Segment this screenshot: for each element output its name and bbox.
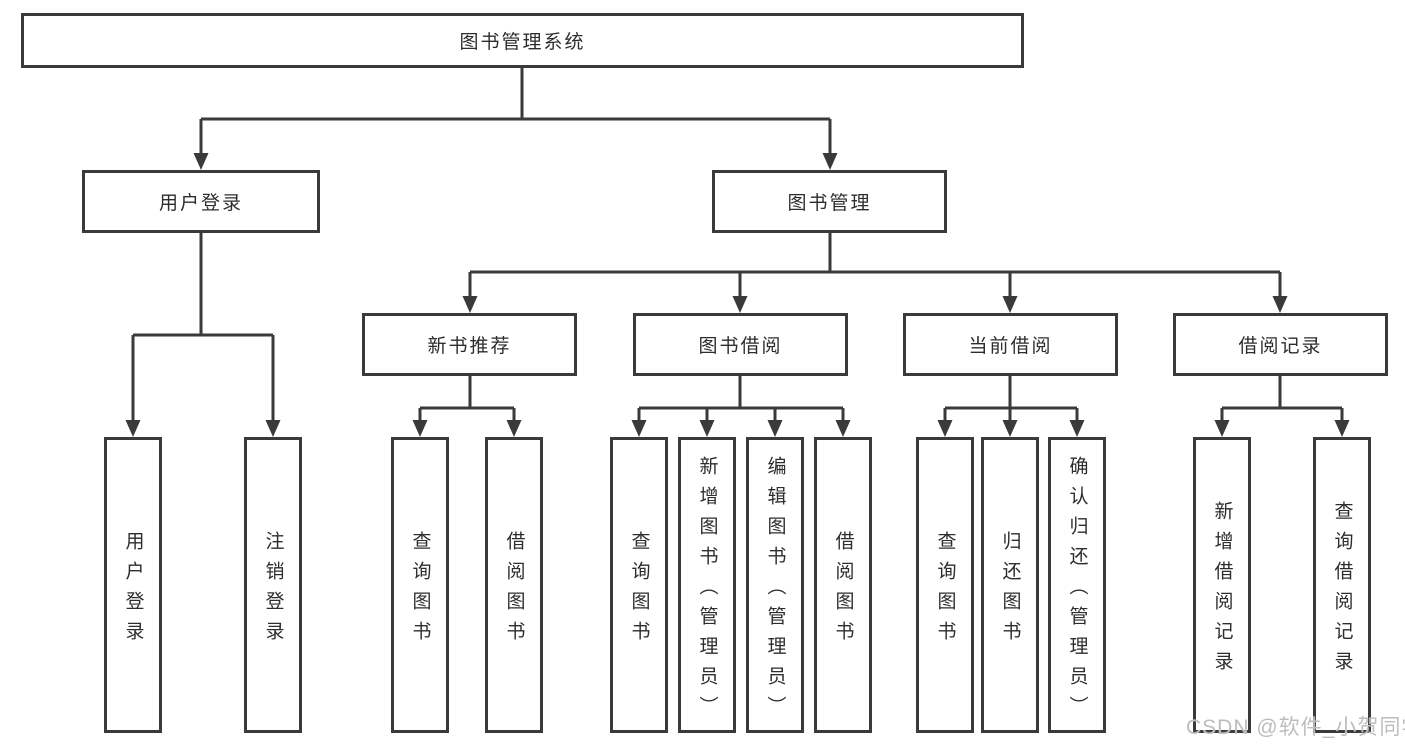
node-root-system-label: 图书管理系统 [459, 32, 586, 53]
watermark: CSDN @软件_小贺同学 [1186, 716, 1405, 739]
leaf-add-borrow-record: 新增借阅记录 [1193, 437, 1251, 733]
leaf-logout-label: 注销登录 [262, 530, 284, 651]
node-borrow-records: 借阅记录 [1173, 313, 1388, 376]
leaf-query-books-recommend: 查询图书 [391, 437, 449, 733]
node-borrow-records-label: 借阅记录 [1238, 336, 1323, 357]
node-user-login: 用户登录 [82, 170, 320, 233]
leaf-borrow-books-recommend: 借阅图书 [485, 437, 543, 733]
node-book-management-label: 图书管理 [787, 193, 872, 214]
leaf-borrow-books-recommend-label: 借阅图书 [503, 530, 525, 651]
leaf-query-borrow-record-label: 查询借阅记录 [1331, 500, 1353, 681]
leaf-borrow-books-label: 借阅图书 [832, 530, 854, 651]
leaf-return-book-label: 归还图书 [999, 530, 1021, 651]
leaf-add-book-admin: 新增图书（管理员） [678, 437, 736, 733]
leaf-confirm-return-admin-label: 确认归还（管理员） [1066, 455, 1088, 726]
leaf-confirm-return-admin: 确认归还（管理员） [1048, 437, 1106, 733]
leaf-add-borrow-record-label: 新增借阅记录 [1211, 500, 1233, 681]
leaf-query-borrow-record: 查询借阅记录 [1313, 437, 1371, 733]
leaf-user-login-label: 用户登录 [122, 530, 144, 651]
leaf-logout: 注销登录 [244, 437, 302, 733]
leaf-add-book-admin-label: 新增图书（管理员） [696, 455, 718, 726]
arrowheads [125, 153, 1350, 437]
node-user-login-label: 用户登录 [158, 193, 243, 214]
leaf-edit-book-admin-label: 编辑图书（管理员） [764, 455, 786, 726]
node-root-system: 图书管理系统 [21, 13, 1024, 68]
node-book-management: 图书管理 [712, 170, 947, 233]
leaf-query-books-recommend-label: 查询图书 [409, 530, 431, 651]
leaf-query-books-current: 查询图书 [916, 437, 974, 733]
node-book-borrow-label: 图书借阅 [698, 336, 783, 357]
node-book-borrow: 图书借阅 [633, 313, 848, 376]
node-new-book-recommend: 新书推荐 [362, 313, 577, 376]
node-current-borrow: 当前借阅 [903, 313, 1118, 376]
leaf-edit-book-admin: 编辑图书（管理员） [746, 437, 804, 733]
leaf-borrow-books: 借阅图书 [814, 437, 872, 733]
leaf-user-login: 用户登录 [104, 437, 162, 733]
leaf-query-books-borrow-label: 查询图书 [628, 530, 650, 651]
node-current-borrow-label: 当前借阅 [968, 336, 1053, 357]
leaf-query-books-current-label: 查询图书 [934, 530, 956, 651]
leaf-return-book: 归还图书 [981, 437, 1039, 733]
leaf-query-books-borrow: 查询图书 [610, 437, 668, 733]
node-new-book-recommend-label: 新书推荐 [427, 336, 512, 357]
